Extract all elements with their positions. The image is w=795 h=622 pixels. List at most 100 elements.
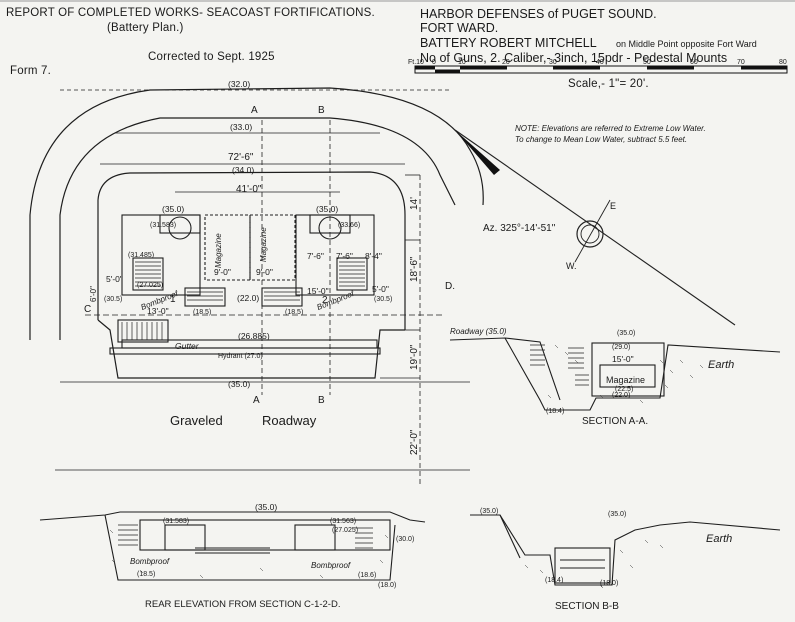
compass-rose: [454, 129, 736, 326]
saa-earth: Earth: [708, 359, 735, 371]
plan-interior: [109, 214, 381, 355]
re-title: REAR ELEVATION FROM SECTION C-1-2-D.: [145, 599, 341, 610]
scale-tick: 80: [779, 59, 787, 66]
scale-bar: [414, 65, 788, 74]
azimuth-label: Az. 325°-14'-51": [483, 223, 556, 234]
elev-35-0-bottom: (35.0): [228, 379, 251, 389]
dim-5-0-left: 5'-0": [106, 274, 123, 284]
magazine-left-label: Magazine: [214, 233, 223, 268]
scale-unit: Ft.10: [408, 59, 424, 66]
emplacement-2-elevation: (35.0): [316, 204, 339, 214]
dim-22-0: 22'-0": [409, 429, 420, 455]
battery-location: on Middle Point opposite Fort Ward: [616, 39, 757, 49]
re-elev-350: (35.0): [255, 502, 278, 512]
parapet-outlines: [29, 87, 484, 379]
saa-magazine: Magazine: [606, 375, 646, 385]
saa-elev-350: (35.0): [617, 330, 636, 337]
scale-tick: 50: [643, 59, 651, 66]
note-line-2: To change to Mean Low Water, subtract 5.…: [515, 135, 688, 144]
dim-7-6-b: 7'-6": [336, 251, 353, 261]
re-elev-185: (18.5): [137, 571, 156, 578]
saa-elev-184: (18.4): [546, 408, 565, 415]
scale-tick: 0: [432, 59, 436, 66]
bombproof-2-dim: 15'-0": [307, 286, 329, 296]
dim-5-0-right: 5'-0": [372, 284, 389, 294]
magazine-right-label: Magazine: [259, 227, 268, 262]
harbor-name: HARBOR DEFENSES of PUGET SOUND.: [420, 7, 657, 21]
section-b-bottom: B: [318, 395, 325, 406]
section-aa-stipple: [547, 344, 704, 404]
compass-west: W.: [566, 261, 577, 271]
note-line-1: NOTE: Elevations are referred to Extreme…: [515, 124, 706, 133]
sbb-elev-350-right: (35.0): [608, 511, 627, 518]
saa-title: SECTION A-A.: [582, 416, 649, 427]
bombproof-1-dim: 13'-0": [147, 306, 169, 316]
elev-305-left: (30.5): [104, 296, 123, 303]
width-inner: 41'-0": [236, 184, 262, 195]
dim-6-0-left: 6'-0": [89, 286, 98, 302]
width-total: 72'-6": [228, 152, 254, 163]
inner-elevation: (34.0): [232, 165, 255, 175]
hydrant-label: Hydrant (27.0): [218, 353, 263, 360]
re-elev-31563: (31.563): [330, 518, 357, 525]
rear-elevation-linework: [39, 511, 426, 581]
dim-8-4: 8'-4": [365, 251, 382, 261]
saa-dim-15: 15'-0": [612, 354, 634, 364]
roadway-label: Roadway: [262, 413, 317, 428]
scale-text: Scale,- 1"= 20'.: [568, 78, 649, 90]
rear-elevation-stairs: [118, 524, 373, 549]
elev-27025: (27.025): [137, 282, 164, 289]
magazine-left-dim: 9'-0": [214, 267, 231, 277]
form-number: Form 7.: [10, 65, 52, 77]
saa-roadway: Roadway (35.0): [450, 327, 507, 336]
re-bombproof-right: Bombproof: [311, 561, 351, 570]
bombproof-2-number: 2: [322, 295, 328, 306]
sbb-earth: Earth: [706, 533, 733, 545]
re-elev-31583: (31.583): [163, 518, 190, 525]
emplacement-1-elevation: (35.0): [162, 204, 185, 214]
re-elev-180: (18.0): [378, 582, 397, 589]
scale-tick: 10: [458, 59, 466, 66]
scale-tick: 70: [737, 59, 745, 66]
sbb-elev-180: (18.0): [600, 580, 619, 587]
section-bb-stipple: [524, 539, 664, 589]
emp-2-floor-elevation: (33.66): [338, 222, 361, 229]
elev-18-5-b: (18.5): [285, 309, 304, 316]
mid-elevation: (33.0): [230, 122, 253, 132]
dim-7-6-a: 7'-6": [307, 251, 324, 261]
section-d-label: D.: [445, 281, 455, 292]
section-a-bottom: A: [253, 395, 260, 406]
report-title: REPORT OF COMPLETED WORKS- SEACOAST FORT…: [6, 7, 375, 19]
dim-14: 14': [409, 196, 420, 210]
sbb-elev-350-left: (35.0): [480, 508, 499, 515]
scale-tick: 30: [549, 59, 557, 66]
dim-18-6: 18'-6": [409, 256, 420, 282]
saa-elev-290: (29.0): [612, 344, 631, 351]
scale-tick: 40: [596, 59, 604, 66]
elev-18-5-a: (18.5): [193, 309, 212, 316]
scale-tick: 60: [690, 59, 698, 66]
section-bb-linework: [470, 514, 781, 586]
emp-1-floor-elevation: (31.583): [150, 222, 177, 229]
bombproof-1-number: 1: [170, 294, 176, 305]
elev-305-right: (30.5): [374, 296, 393, 303]
fort-name: FORT WARD.: [420, 21, 499, 35]
gutter-label: Gutter: [175, 341, 199, 351]
re-bombproof-left: Bombproof: [130, 557, 170, 566]
guns-line: No of Guns, 2. Caliber,- 3inch, 15pdr - …: [420, 51, 728, 65]
section-aa-linework: [449, 337, 781, 411]
magazine-right-dim: 9'-0": [256, 267, 273, 277]
section-aa-stairs: [530, 344, 589, 386]
graveled-label: Graveled: [170, 413, 223, 428]
section-c-label: C: [84, 304, 92, 315]
compass-east: E: [610, 201, 617, 211]
plan-type: (Battery Plan.): [107, 22, 184, 34]
scale-tick: 20: [502, 59, 510, 66]
sbb-elev-184: (18.4): [545, 577, 564, 584]
saa-elev-225: (22.5): [615, 386, 634, 393]
dim-19-0: 19'-0": [409, 344, 420, 370]
rear-elevation-stipple: [109, 529, 389, 579]
corrected-date: Corrected to Sept. 1925: [148, 51, 275, 63]
